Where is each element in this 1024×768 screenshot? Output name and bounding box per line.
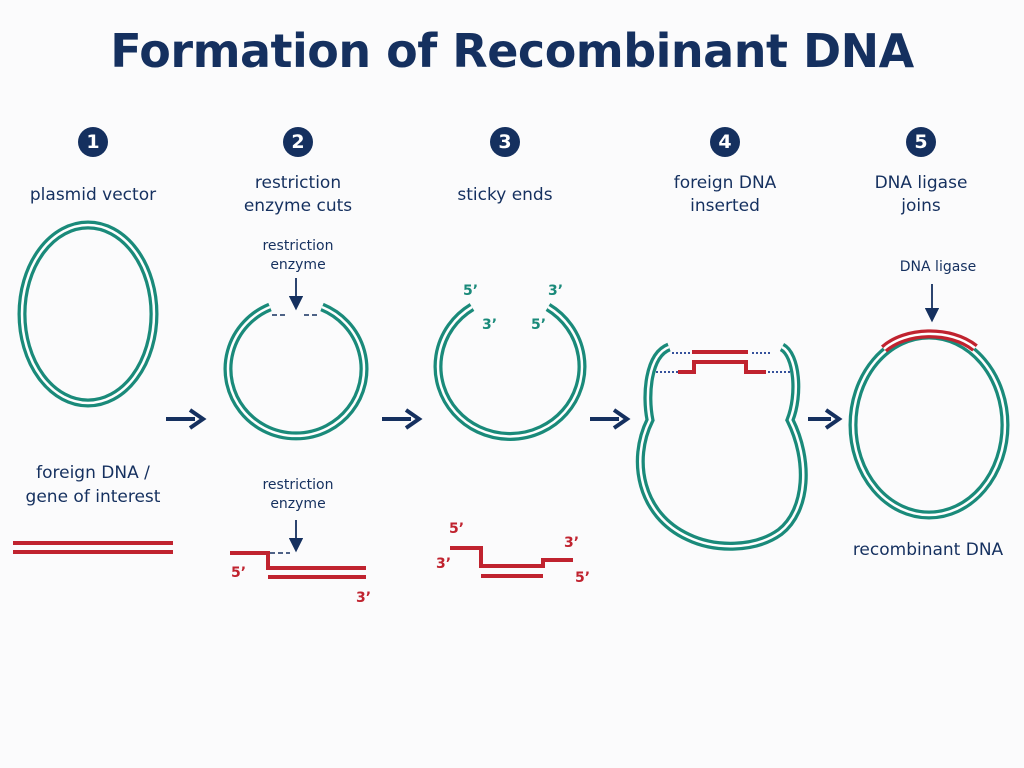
diagram-title: Formation of Recombinant DNA [110, 24, 914, 78]
foreign-sticky-5-right: 5’ [575, 570, 591, 586]
step-1-label: plasmid vector [29, 185, 157, 205]
restriction-enzyme-label-bottom: restriction enzyme [262, 477, 334, 512]
step-arrow-3 [590, 408, 631, 430]
step-arrow-1 [166, 408, 207, 430]
cut-foreign-dna [230, 551, 366, 579]
sticky-end-3-right: 3’ [548, 283, 564, 299]
foreign-dna-sticky-ends [450, 546, 573, 578]
cut-plasmid [223, 302, 369, 441]
cut-dna-5-label: 5’ [231, 565, 247, 581]
step-4-badge: 4 [710, 127, 740, 157]
step-1-badge: 1 [78, 127, 108, 157]
plasmid-vector [17, 220, 159, 408]
plasmid-with-insert [635, 342, 808, 551]
recombinant-dna-label: recombinant DNA [852, 540, 1004, 560]
step-2-badge: 2 [283, 127, 313, 157]
foreign-sticky-5-left: 5’ [449, 521, 465, 537]
restriction-enzyme-label-top: restriction enzyme [262, 238, 334, 273]
step-5-label: DNA ligase joins [874, 173, 968, 216]
step-3-label: sticky ends [457, 185, 553, 205]
sticky-end-5-right: 5’ [531, 317, 547, 333]
cut-dna-3-label: 3’ [356, 590, 372, 606]
step-arrow-2 [382, 408, 423, 430]
step-4-label: foreign DNA inserted [673, 173, 777, 216]
foreign-sticky-3-left: 3’ [436, 556, 452, 572]
sticky-end-5-left: 5’ [463, 283, 479, 299]
step-arrow-4 [808, 408, 843, 430]
sticky-end-3-left: 3’ [482, 317, 498, 333]
sticky-ends-plasmid [433, 303, 587, 441]
step-3-badge: 3 [490, 127, 520, 157]
step-2-label: restriction enzyme cuts [243, 173, 353, 216]
foreign-dna-label: foreign DNA / gene of interest [25, 463, 161, 507]
foreign-sticky-3-right: 3’ [564, 535, 580, 551]
recombinant-dna-circle [848, 329, 1010, 520]
step-5-badge: 5 [906, 127, 936, 157]
dna-ligase-label: DNA ligase [899, 259, 977, 275]
foreign-dna-strands [13, 541, 173, 554]
